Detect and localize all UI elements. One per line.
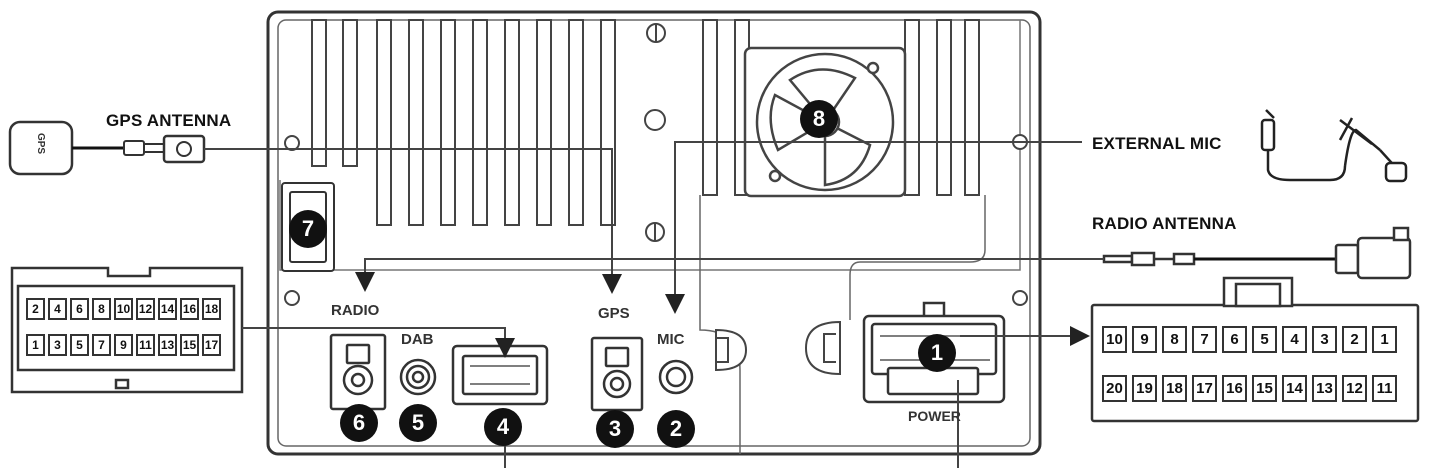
pin: 8 bbox=[92, 298, 111, 320]
pin: 5 bbox=[1252, 326, 1277, 353]
radio-antenna-device bbox=[1102, 226, 1412, 280]
pin: 8 bbox=[1162, 326, 1187, 353]
right-connector-pins: 10 9 8 7 6 5 4 3 2 1 20 19 18 17 16 15 1… bbox=[1102, 326, 1402, 402]
pin: 10 bbox=[114, 298, 133, 320]
badge-2: 2 bbox=[657, 410, 695, 448]
gps-port-label: GPS bbox=[598, 305, 630, 322]
external-mic-device bbox=[1260, 109, 1408, 183]
pin: 2 bbox=[26, 298, 45, 320]
dab-port bbox=[399, 358, 437, 396]
pin: 12 bbox=[136, 298, 155, 320]
pin: 10 bbox=[1102, 326, 1127, 353]
pin: 11 bbox=[1372, 375, 1397, 402]
pin: 18 bbox=[1162, 375, 1187, 402]
pin: 14 bbox=[158, 298, 177, 320]
badge-7: 7 bbox=[289, 210, 327, 248]
gps-puck-label: GPS bbox=[35, 132, 47, 155]
port-4-connector bbox=[451, 344, 549, 406]
pin: 9 bbox=[1132, 326, 1157, 353]
pin: 4 bbox=[1282, 326, 1307, 353]
pin: 16 bbox=[180, 298, 199, 320]
pin: 17 bbox=[202, 334, 221, 356]
pin: 15 bbox=[180, 334, 199, 356]
pin: 13 bbox=[1312, 375, 1337, 402]
badge-8: 8 bbox=[800, 100, 838, 138]
pin: 1 bbox=[26, 334, 45, 356]
external-mic-label: EXTERNAL MIC bbox=[1092, 134, 1222, 153]
screw-holes bbox=[284, 23, 1028, 306]
pin: 17 bbox=[1192, 375, 1217, 402]
dab-port-label: DAB bbox=[401, 331, 434, 348]
power-port-label: POWER bbox=[908, 408, 961, 424]
heat-sink-fins-right bbox=[702, 19, 980, 196]
panel-cutouts bbox=[715, 320, 841, 376]
gps-antenna-device bbox=[8, 120, 206, 176]
pin: 1 bbox=[1372, 326, 1397, 353]
pin: 6 bbox=[70, 298, 89, 320]
pin: 13 bbox=[158, 334, 177, 356]
mic-port bbox=[658, 359, 694, 395]
radio-port-label: RADIO bbox=[331, 302, 380, 319]
pin: 11 bbox=[136, 334, 155, 356]
pin: 15 bbox=[1252, 375, 1277, 402]
badge-6: 6 bbox=[340, 404, 378, 442]
pin: 7 bbox=[1192, 326, 1217, 353]
heat-sink-fins-left bbox=[311, 19, 616, 226]
mic-port-label: MIC bbox=[657, 331, 685, 348]
radio-port bbox=[329, 333, 387, 411]
pin: 9 bbox=[114, 334, 133, 356]
pin: 19 bbox=[1132, 375, 1157, 402]
pin: 3 bbox=[48, 334, 67, 356]
pin: 12 bbox=[1342, 375, 1367, 402]
badge-5: 5 bbox=[399, 404, 437, 442]
pin: 20 bbox=[1102, 375, 1127, 402]
pin: 14 bbox=[1282, 375, 1307, 402]
gps-antenna-label: GPS ANTENNA bbox=[106, 111, 232, 130]
radio-antenna-label: RADIO ANTENNA bbox=[1092, 214, 1237, 233]
pin: 3 bbox=[1312, 326, 1337, 353]
badge-3: 3 bbox=[596, 410, 634, 448]
pin: 16 bbox=[1222, 375, 1247, 402]
pin: 6 bbox=[1222, 326, 1247, 353]
pin: 5 bbox=[70, 334, 89, 356]
gps-port bbox=[590, 336, 644, 412]
leader-lines bbox=[204, 141, 1104, 468]
badge-1: 1 bbox=[918, 334, 956, 372]
pin: 2 bbox=[1342, 326, 1367, 353]
left-connector-pins: 2 4 6 8 10 12 14 16 18 1 3 5 7 9 11 13 1… bbox=[26, 298, 224, 356]
pin: 18 bbox=[202, 298, 221, 320]
badge-4: 4 bbox=[484, 408, 522, 446]
pin: 4 bbox=[48, 298, 67, 320]
pin: 7 bbox=[92, 334, 111, 356]
